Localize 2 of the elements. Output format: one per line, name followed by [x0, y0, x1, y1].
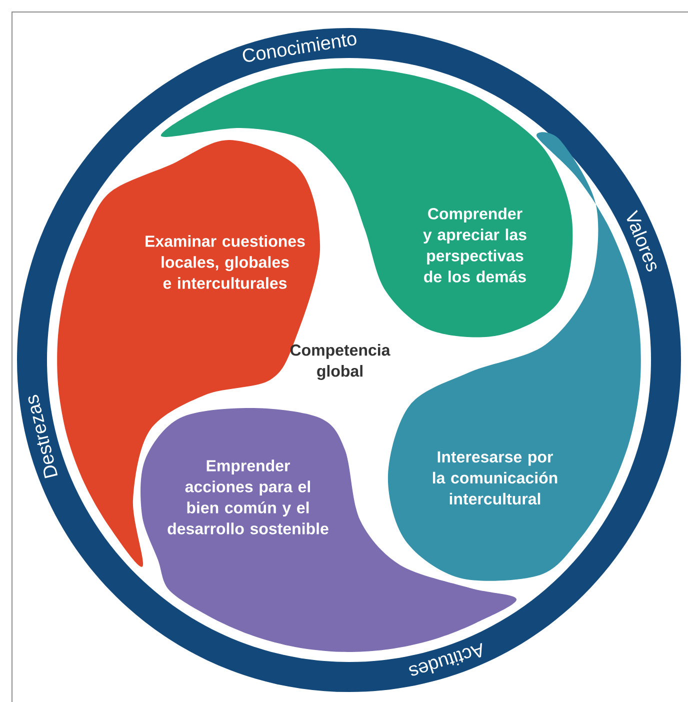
ring-label: Destrezas — [28, 394, 58, 478]
ring-label: Conocimiento — [242, 34, 356, 62]
